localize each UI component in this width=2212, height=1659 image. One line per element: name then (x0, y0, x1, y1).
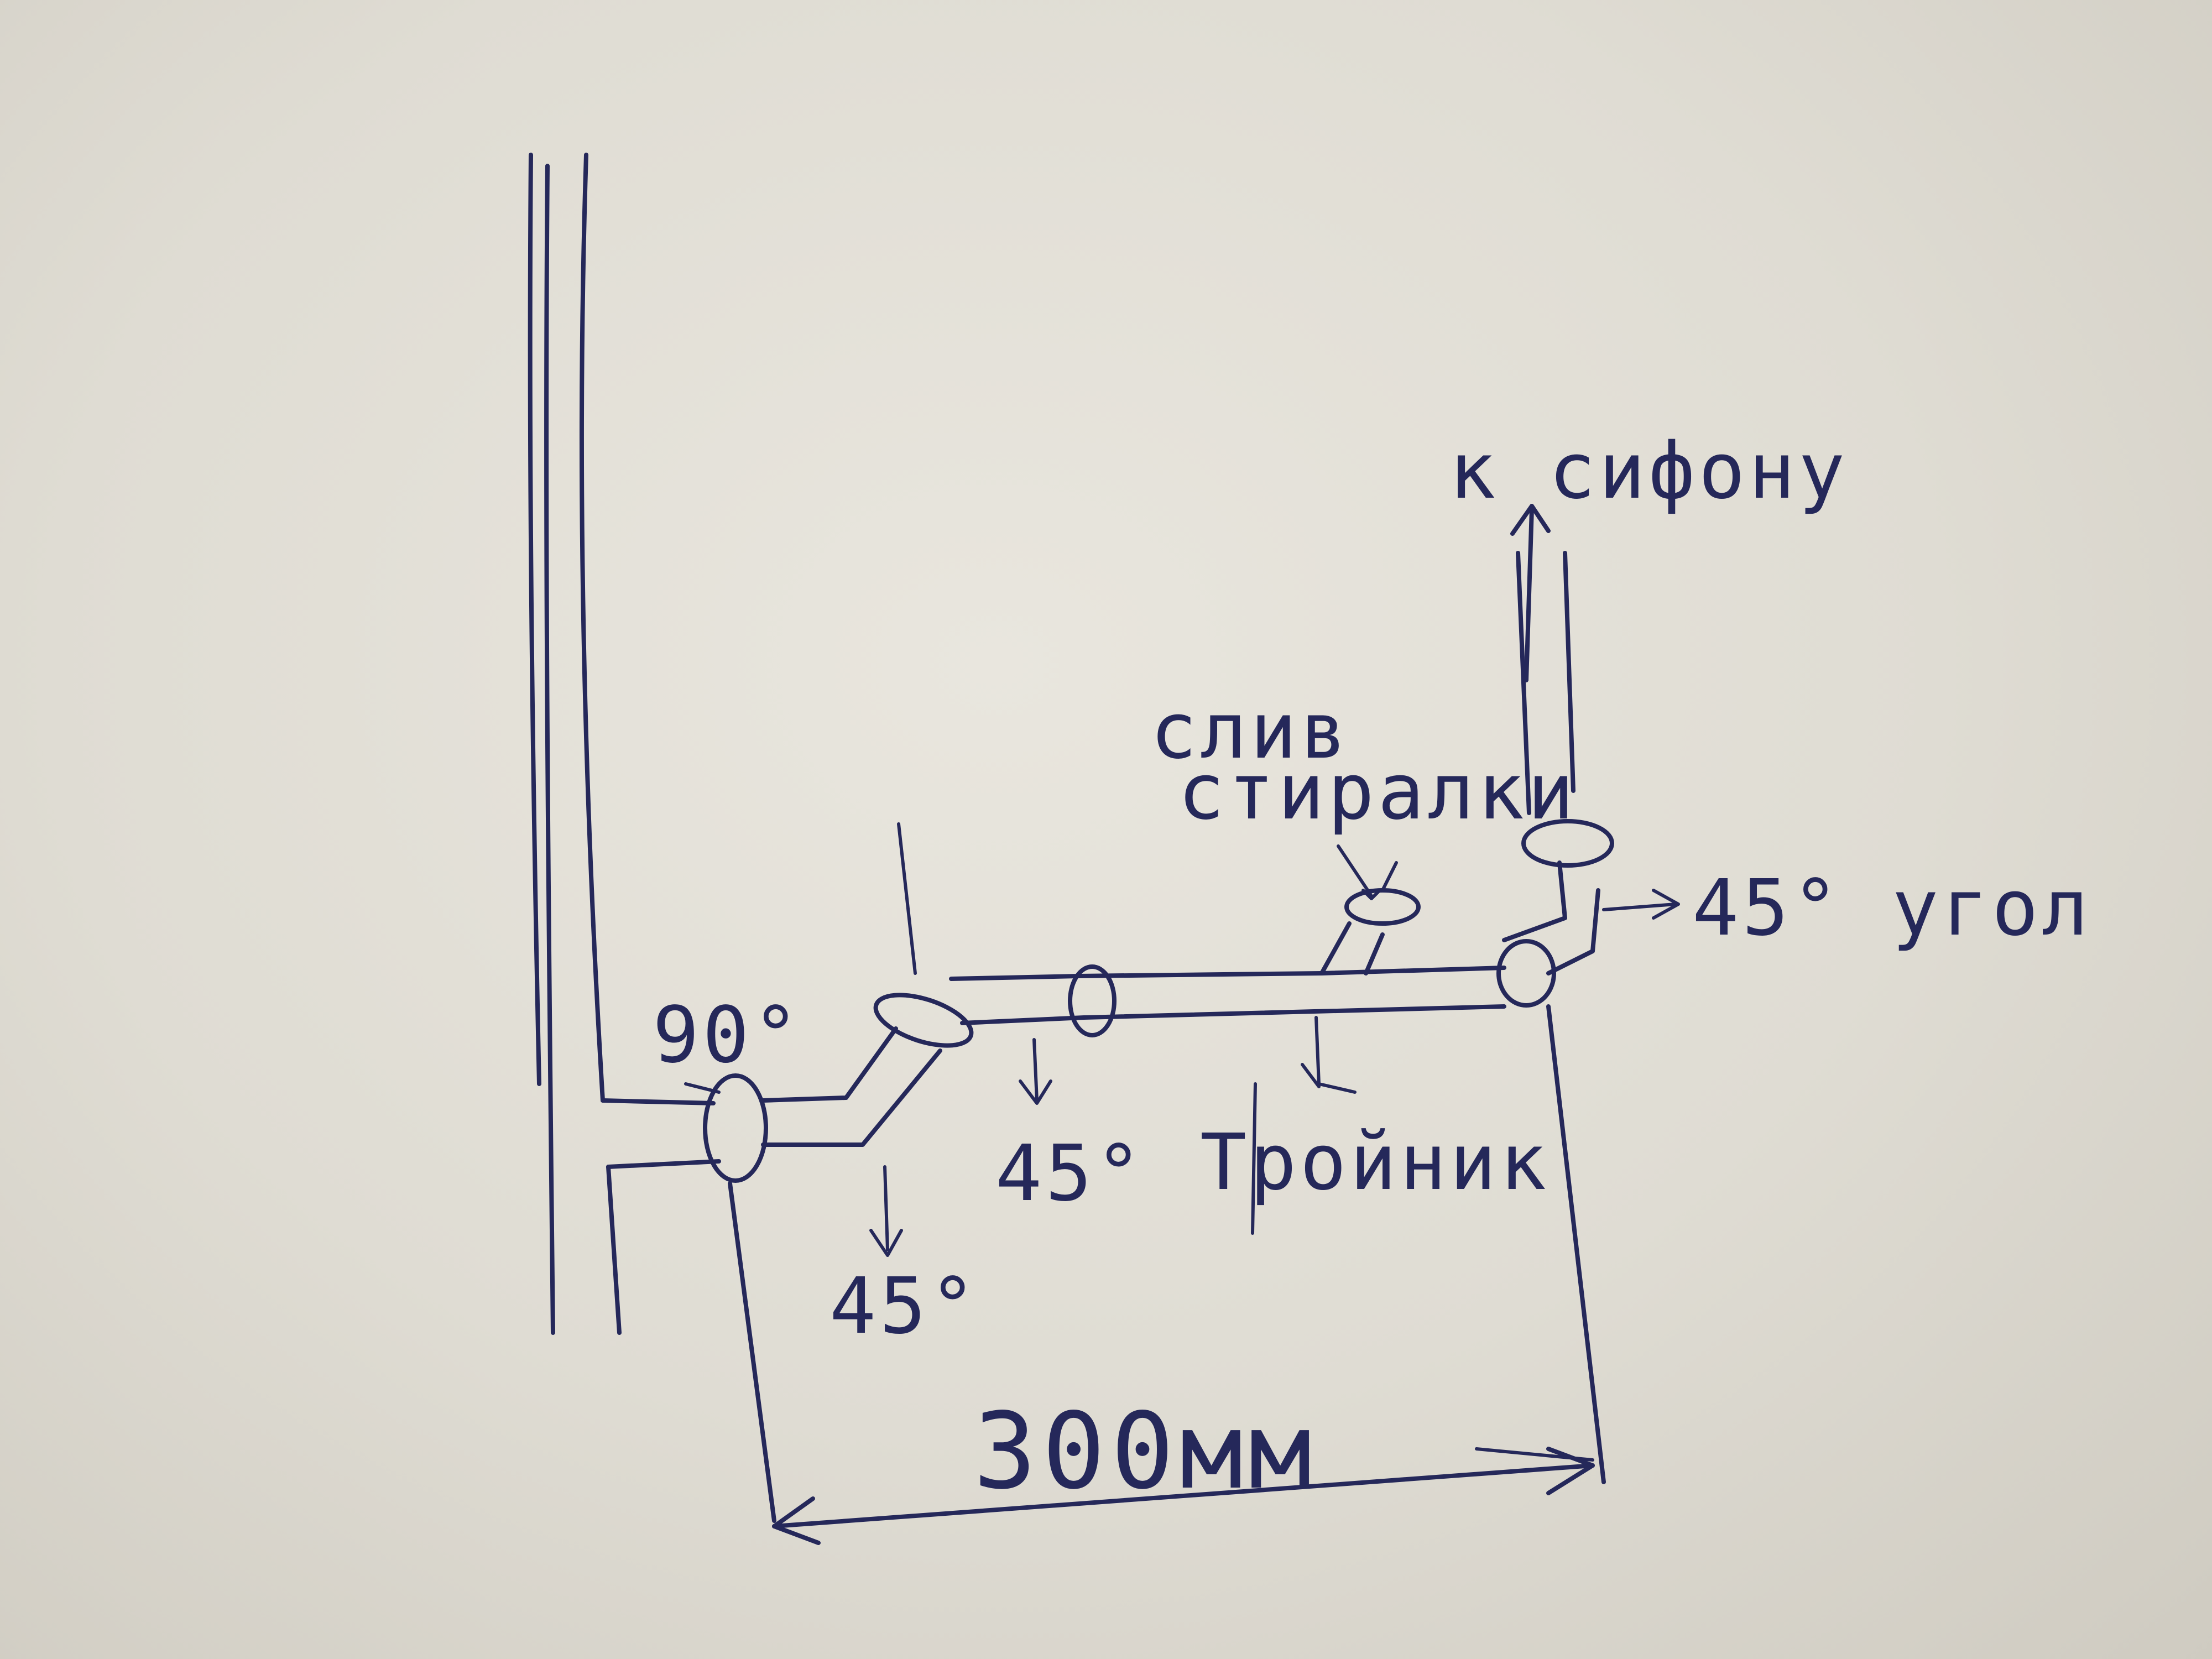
tee-fitting (1319, 844, 1421, 975)
horizontal-run (949, 964, 1506, 1037)
label-angle-45-middle: 45° (995, 1129, 1145, 1219)
riser-pipe (528, 153, 721, 1335)
label-drain-line2: стиралки (1178, 747, 1577, 837)
label-drain-line1: слив (1150, 686, 1350, 776)
coupling-90 (684, 1073, 768, 1183)
label-angle-45-lower: 45° (830, 1261, 979, 1352)
label-angle-90: 90° (653, 990, 802, 1081)
annotation-arrows (869, 889, 1680, 1257)
label-to-siphon: к сифону (1449, 426, 1848, 517)
label-tee: Тройник (1200, 1118, 1550, 1208)
label-angle-45-right: 45° угол (1692, 863, 2091, 953)
dimension-lines (728, 1004, 1606, 1545)
elbow-45-pair (761, 822, 974, 1147)
label-dimension: 300мм (973, 1390, 1317, 1512)
elbow-45-right (1496, 504, 1614, 1008)
